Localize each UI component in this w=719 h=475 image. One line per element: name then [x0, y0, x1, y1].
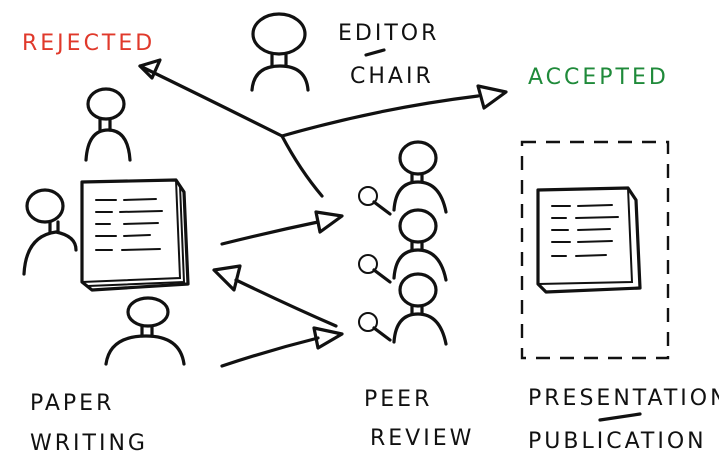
pres-divider	[598, 412, 642, 422]
reviewer-2-icon	[358, 208, 448, 284]
publication-label: PUBLICATION	[528, 429, 707, 454]
feedback-arrow	[212, 264, 338, 328]
editor-person-icon	[250, 12, 310, 92]
publication-frame	[520, 140, 670, 360]
editor-label: EDITOR	[338, 21, 439, 46]
editor-divider	[364, 48, 386, 57]
reviewer-1-icon	[358, 140, 448, 216]
chair-label: CHAIR	[350, 64, 434, 89]
paper-label: PAPER	[30, 391, 114, 416]
submission-arrow	[220, 210, 344, 246]
published-paper-icon	[536, 186, 642, 294]
author-top-person-icon	[84, 87, 132, 162]
review-label: REVIEW	[370, 426, 474, 451]
paper-stack-icon	[80, 178, 190, 292]
writing-label: WRITING	[30, 431, 148, 456]
author-bottom-person-icon	[104, 296, 186, 366]
presentation-label: PRESENTATION	[528, 386, 719, 411]
accepted-label: ACCEPTED	[528, 65, 669, 90]
resubmission-arrow	[220, 326, 344, 368]
reviewer-3-icon	[358, 272, 448, 346]
peer-label: PEER	[364, 387, 432, 412]
decision-arrows	[138, 58, 508, 198]
rejected-label: REJECTED	[22, 31, 155, 56]
author-left-person-icon	[22, 188, 78, 276]
